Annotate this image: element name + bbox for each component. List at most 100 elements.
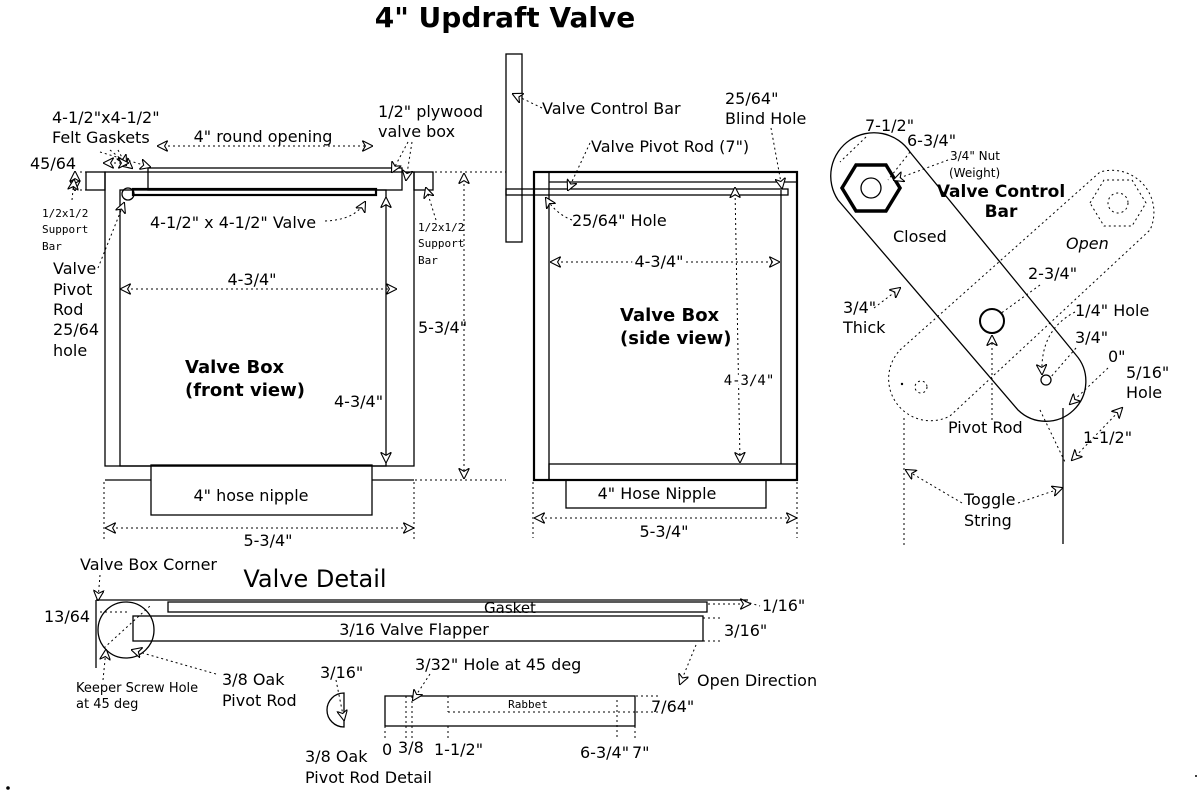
control-7-1-2-label: 7-1/2"	[865, 116, 914, 135]
control-bar-open	[888, 169, 1155, 422]
side-inner-width-label: 4-3/4"	[634, 252, 683, 271]
detail-keeper-label-2: at 45 deg	[76, 697, 138, 712]
side-blind-hole-label-1: 25/64"	[725, 89, 778, 108]
detail-rod-detail-label-2: Pivot Rod Detail	[305, 768, 432, 787]
front-support-bar-left	[85, 171, 106, 191]
control-3-4-label: 3/4"	[1075, 328, 1108, 347]
control-pivot-rod-label: Pivot Rod	[948, 418, 1023, 437]
side-view-name-2: (side view)	[620, 328, 731, 349]
front-view: 4" round opening 4-1/2"x4-1/2" Felt Gask…	[30, 102, 506, 550]
control-2-3-4-label: 2-3/4"	[1028, 264, 1077, 283]
detail-rabbet-label: Rabbet	[508, 698, 548, 711]
side-bottom-plate	[548, 463, 798, 481]
detail-tick-7: 7"	[632, 743, 650, 762]
detail-3-16-small-label: 3/16"	[320, 663, 363, 682]
control-closed-label: Closed	[893, 227, 947, 246]
front-felt-gaskets-label-1: 4-1/2"x4-1/2"	[52, 108, 160, 127]
front-hose-nipple-label: 4" hose nipple	[193, 486, 308, 505]
side-outer-width-label: 5-3/4"	[639, 522, 688, 541]
detail-tick-1-1-2: 1-1/2"	[434, 740, 483, 759]
control-1-1-2-label: 1-1/2"	[1083, 428, 1132, 447]
control-nut-open	[1089, 179, 1147, 227]
detail-13-64-label: 13/64	[44, 607, 90, 626]
front-support-bar-right-2: Support	[418, 237, 464, 250]
front-valve-label: 4-1/2" x 4-1/2" Valve	[150, 213, 316, 232]
control-quarter-hole-label: 1/4" Hole	[1075, 301, 1149, 320]
front-pivot-rod-label-2: Pivot	[53, 280, 92, 299]
control-0-label: 0"	[1108, 347, 1126, 366]
side-hole-label: 25/64" Hole	[572, 211, 667, 230]
front-plywood-label-2: valve box	[378, 122, 455, 141]
detail-tick-3-8: 3/8	[398, 738, 424, 757]
detail-3-16-label: 3/16"	[724, 621, 767, 640]
front-support-bar-right	[413, 171, 434, 191]
front-pivot-rod-label-3: Rod	[53, 300, 83, 319]
side-pivot-rod	[505, 188, 789, 196]
front-top-plank	[147, 167, 403, 191]
side-pivot-rod-label: Valve Pivot Rod (7")	[591, 137, 749, 156]
front-pivot-rod-label-5: hole	[53, 341, 87, 360]
control-open-label: Open	[1066, 234, 1109, 253]
control-toggle-label-1: Toggle	[963, 490, 1015, 509]
side-inner-height-label: 4-3/4"	[724, 373, 775, 389]
detail-gasket-label: Gasket	[484, 599, 536, 617]
detail-box-corner-label: Valve Box Corner	[80, 555, 217, 574]
front-pivot-rod	[121, 187, 135, 201]
side-hose-nipple	[565, 479, 767, 509]
control-five-16-label-1: 5/16"	[1126, 363, 1169, 382]
detail-gasket	[167, 601, 708, 613]
stray-dot-left	[6, 786, 10, 790]
control-bar-view: 7-1/2" 6-3/4" 3/4" Nut (Weight) Valve Co…	[830, 116, 1169, 546]
control-nut-label-1: 3/4" Nut	[950, 149, 1000, 163]
front-pivot-rod-label-1: Valve	[53, 259, 96, 278]
control-quarter-hole	[1040, 374, 1052, 386]
valve-detail: Valve Box Corner Valve Detail Gasket 3/1…	[44, 555, 817, 787]
detail-rod-side	[384, 695, 636, 727]
control-thick-label-2: Thick	[842, 318, 886, 337]
detail-hole-45-label: 3/32" Hole at 45 deg	[415, 655, 581, 674]
front-outer-height-label: 5-3/4"	[418, 318, 467, 337]
side-view-name-1: Valve Box	[620, 305, 720, 326]
side-hose-nipple-label: 4" Hose Nipple	[598, 484, 717, 503]
detail-1-16-label: 1/16"	[762, 596, 805, 615]
front-felt-gaskets-label-2: Felt Gaskets	[52, 128, 150, 147]
side-control-bar-label: Valve Control Bar	[542, 99, 681, 118]
front-round-opening-label: 4" round opening	[194, 127, 333, 146]
detail-rod-section	[326, 692, 345, 728]
stray-dot-right	[1195, 775, 1197, 777]
side-view: Valve Control Bar 4" Hose Nipple 25/64" …	[505, 53, 806, 541]
front-support-bar-right-1: 1/2x1/2	[418, 221, 464, 234]
front-view-name-2: (front view)	[185, 380, 305, 401]
front-45-64-label: 45/64	[30, 154, 76, 173]
front-pivot-rod-label-4: 25/64	[53, 320, 99, 339]
front-support-bar-left-3: Bar	[42, 240, 62, 253]
front-valve-flapper	[131, 187, 378, 197]
front-view-name-1: Valve Box	[185, 357, 285, 378]
front-support-bar-left-2: Support	[42, 223, 88, 236]
detail-flapper-label: 3/16 Valve Flapper	[339, 620, 489, 639]
control-title-1: Valve Control	[937, 182, 1065, 202]
detail-tick-0: 0	[382, 740, 392, 759]
front-plywood-label-1: 1/2" plywood	[378, 102, 483, 121]
control-nut-closed	[839, 163, 903, 213]
control-title-2: Bar	[985, 202, 1018, 222]
detail-7-64-label: 7/64"	[651, 697, 694, 716]
diagram-title: 4" Updraft Valve	[375, 1, 636, 34]
front-support-bar-right-3: Bar	[418, 254, 438, 267]
detail-oak-rod-label-2: Pivot Rod	[222, 691, 297, 710]
front-inner-height-label: 4-3/4"	[334, 392, 383, 411]
control-thick-label-1: 3/4"	[843, 298, 876, 317]
detail-title: Valve Detail	[243, 565, 386, 593]
side-blind-hole-label-2: Blind Hole	[725, 109, 806, 128]
front-support-bar-left-1: 1/2x1/2	[42, 207, 88, 220]
control-pivot-hole	[979, 308, 1005, 334]
control-nut-label-2: (Weight)	[949, 166, 1000, 180]
control-6-3-4-label: 6-3/4"	[907, 131, 956, 150]
detail-oak-rod-label-1: 3/8 Oak	[222, 670, 285, 689]
front-hose-nipple	[150, 464, 373, 516]
front-outer-width-label: 5-3/4"	[243, 531, 292, 550]
side-control-bar	[505, 53, 523, 243]
detail-keeper-label-1: Keeper Screw Hole	[76, 681, 198, 696]
detail-tick-6-3-4: 6-3/4"	[580, 743, 629, 762]
